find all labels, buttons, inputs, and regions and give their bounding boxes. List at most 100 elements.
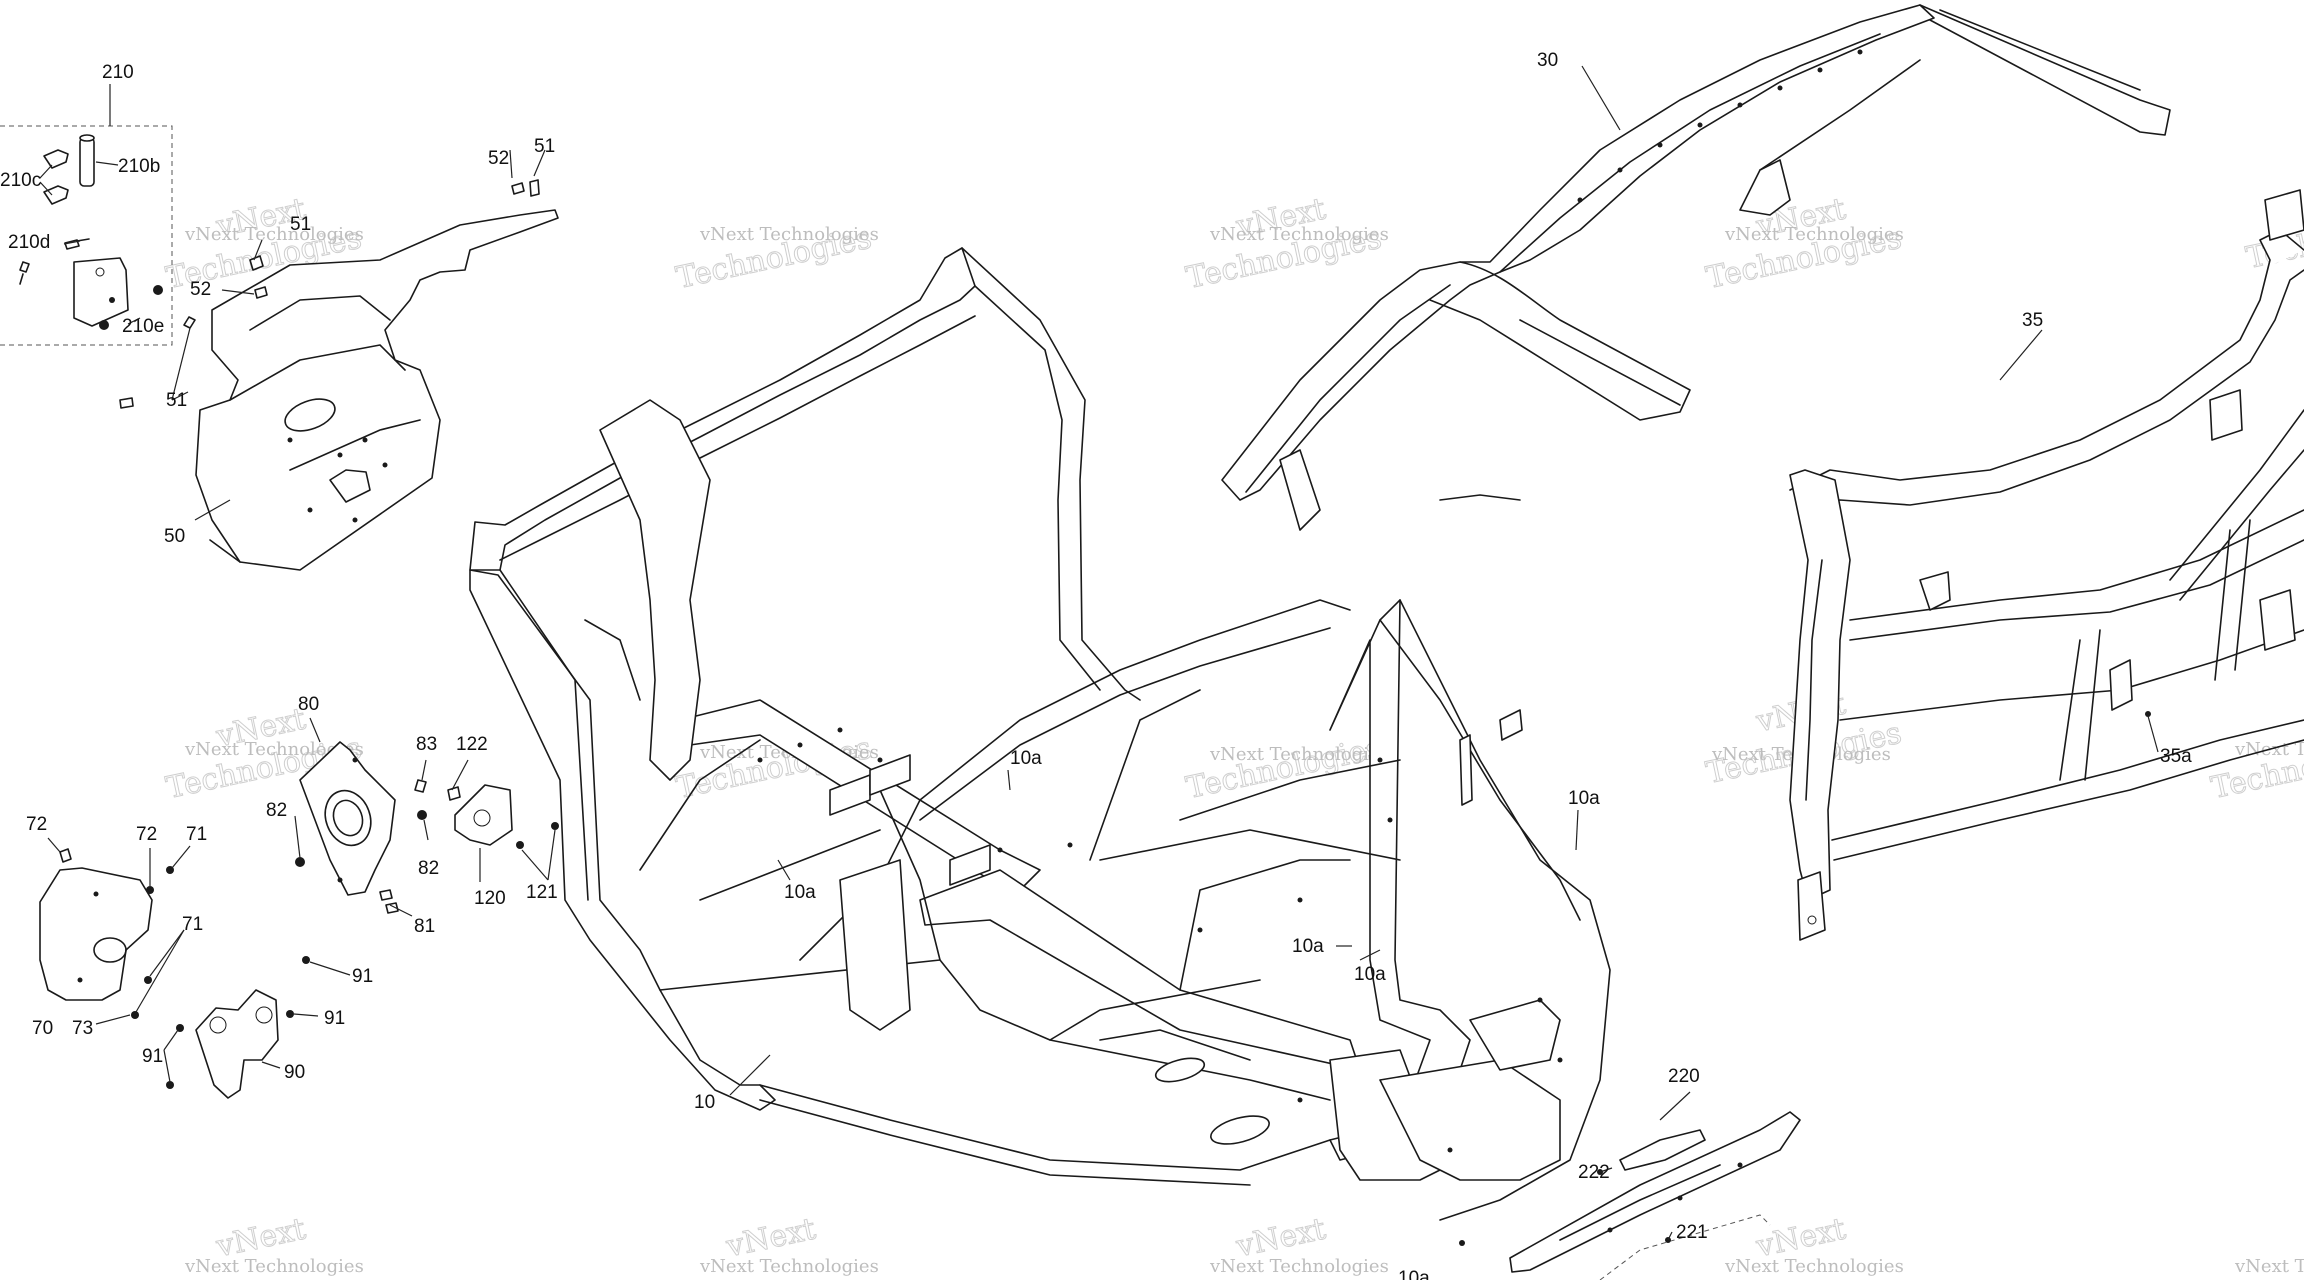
watermark-text: vNext Technologies bbox=[1724, 1256, 1904, 1277]
label-10a[interactable]: 10a bbox=[1398, 1268, 1430, 1280]
label-51[interactable]: 51 bbox=[166, 390, 187, 411]
nut-72[interactable] bbox=[146, 886, 154, 894]
watermark-text: vNext Technologies bbox=[184, 739, 364, 760]
bolt-81[interactable] bbox=[385, 902, 399, 914]
watermark-text: vNext Technologies bbox=[184, 1256, 364, 1277]
screw-52[interactable] bbox=[511, 182, 525, 195]
part-10-main-frame[interactable] bbox=[469, 247, 1611, 1221]
label-10a[interactable]: 10a bbox=[784, 882, 816, 903]
clip-210c[interactable] bbox=[43, 149, 69, 169]
label-35a[interactable]: 35a bbox=[2160, 746, 2192, 767]
bolt-51[interactable] bbox=[529, 179, 540, 197]
screw-91[interactable] bbox=[286, 1010, 294, 1018]
label-72[interactable]: 72 bbox=[136, 824, 157, 845]
label-71[interactable]: 71 bbox=[182, 914, 203, 935]
label-10a[interactable]: 10a bbox=[1354, 964, 1386, 985]
label-72[interactable]: 72 bbox=[26, 814, 47, 835]
nut-121[interactable] bbox=[516, 841, 524, 849]
bolt-51[interactable] bbox=[183, 316, 196, 329]
part-labels: 210 210b 210c 210d 210e 52 51 51 52 51 5… bbox=[0, 50, 2192, 1280]
fasteners-80[interactable] bbox=[295, 779, 427, 914]
part-80-bracket[interactable] bbox=[299, 741, 396, 896]
nut-210e[interactable] bbox=[99, 320, 109, 330]
screw-91[interactable] bbox=[166, 1081, 174, 1089]
watermark-text: vNext Technologies bbox=[184, 224, 364, 245]
label-220[interactable]: 220 bbox=[1668, 1066, 1700, 1087]
label-91[interactable]: 91 bbox=[142, 1046, 163, 1067]
label-210b[interactable]: 210b bbox=[118, 156, 160, 177]
bolt-51[interactable] bbox=[249, 255, 264, 271]
label-10a[interactable]: 10a bbox=[1010, 748, 1042, 769]
part-70-plate[interactable] bbox=[39, 848, 174, 1019]
nut-82[interactable] bbox=[295, 857, 305, 867]
part-50-bracket[interactable] bbox=[195, 209, 559, 571]
nut-82[interactable] bbox=[417, 810, 427, 820]
label-52[interactable]: 52 bbox=[488, 148, 509, 169]
label-91[interactable]: 91 bbox=[352, 966, 373, 987]
bolt-73[interactable] bbox=[131, 1011, 139, 1019]
part-120-bracket[interactable] bbox=[447, 784, 559, 849]
label-82[interactable]: 82 bbox=[266, 800, 287, 821]
label-30[interactable]: 30 bbox=[1537, 50, 1558, 71]
label-80[interactable]: 80 bbox=[298, 694, 319, 715]
label-81[interactable]: 81 bbox=[414, 916, 435, 937]
nut-121[interactable] bbox=[551, 822, 559, 830]
label-122[interactable]: 122 bbox=[456, 734, 488, 755]
screw-122[interactable] bbox=[447, 786, 461, 801]
bolt-81[interactable] bbox=[379, 889, 393, 901]
label-221[interactable]: 221 bbox=[1676, 1222, 1708, 1243]
label-70[interactable]: 70 bbox=[32, 1018, 53, 1039]
screw-72[interactable] bbox=[59, 848, 72, 863]
label-210[interactable]: 210 bbox=[102, 62, 134, 83]
part-90-bracket[interactable] bbox=[166, 956, 310, 1099]
label-10a[interactable]: 10a bbox=[1292, 936, 1324, 957]
watermark-text: vNext Technologies bbox=[699, 224, 879, 245]
watermark-text: vNext Technologies bbox=[2234, 1256, 2304, 1277]
leader-lines bbox=[47, 65, 2159, 1241]
kit-dashed-box bbox=[0, 125, 173, 346]
part-220-skid-plate[interactable] bbox=[1459, 1111, 1801, 1280]
label-50[interactable]: 50 bbox=[164, 526, 185, 547]
label-10[interactable]: 10 bbox=[694, 1092, 715, 1113]
label-121[interactable]: 121 bbox=[526, 882, 558, 903]
label-51[interactable]: 51 bbox=[290, 214, 311, 235]
nut-10a[interactable] bbox=[1459, 1240, 1465, 1246]
watermark-text: vNext Technologies bbox=[1209, 224, 1389, 245]
nut-71[interactable] bbox=[144, 976, 152, 984]
label-73[interactable]: 73 bbox=[72, 1018, 93, 1039]
watermark-group: vNext Technologies vNext Technologies Te… bbox=[163, 191, 2304, 1277]
bracket-210[interactable] bbox=[73, 257, 129, 327]
screw-83[interactable] bbox=[414, 779, 427, 793]
bolt-210d[interactable] bbox=[19, 261, 30, 285]
label-51[interactable]: 51 bbox=[534, 136, 555, 157]
part-30-roof-bar[interactable] bbox=[1221, 4, 2171, 531]
screw-52[interactable] bbox=[254, 286, 268, 299]
label-71[interactable]: 71 bbox=[186, 824, 207, 845]
label-35[interactable]: 35 bbox=[2022, 310, 2043, 331]
watermark-text: vNext Technologies bbox=[699, 1256, 879, 1277]
pin-210b[interactable] bbox=[79, 137, 95, 187]
label-210e[interactable]: 210e bbox=[122, 316, 164, 337]
label-210c[interactable]: 210c bbox=[0, 170, 41, 191]
label-83[interactable]: 83 bbox=[416, 734, 437, 755]
label-222[interactable]: 222 bbox=[1578, 1162, 1610, 1183]
label-120[interactable]: 120 bbox=[474, 888, 506, 909]
watermark-text: vNext Technologies bbox=[1209, 1256, 1389, 1277]
screw-91[interactable] bbox=[302, 956, 310, 964]
label-210d[interactable]: 210d bbox=[8, 232, 50, 253]
label-82[interactable]: 82 bbox=[418, 858, 439, 879]
nut-210e[interactable] bbox=[153, 285, 163, 295]
clip-210c[interactable] bbox=[43, 185, 69, 205]
part-35-rear-cage[interactable] bbox=[1789, 189, 2304, 941]
label-10a[interactable]: 10a bbox=[1568, 788, 1600, 809]
bolt-51[interactable] bbox=[119, 397, 134, 409]
watermark-text: vNext Technologies bbox=[1724, 224, 1904, 245]
watermark-text: vNext Technologies bbox=[1209, 744, 1389, 765]
label-91[interactable]: 91 bbox=[324, 1008, 345, 1029]
label-52[interactable]: 52 bbox=[190, 279, 211, 300]
bolt-210d[interactable] bbox=[64, 238, 90, 250]
part-210-kit[interactable] bbox=[0, 84, 173, 346]
fasteners-50[interactable] bbox=[119, 179, 540, 409]
label-90[interactable]: 90 bbox=[284, 1062, 305, 1083]
